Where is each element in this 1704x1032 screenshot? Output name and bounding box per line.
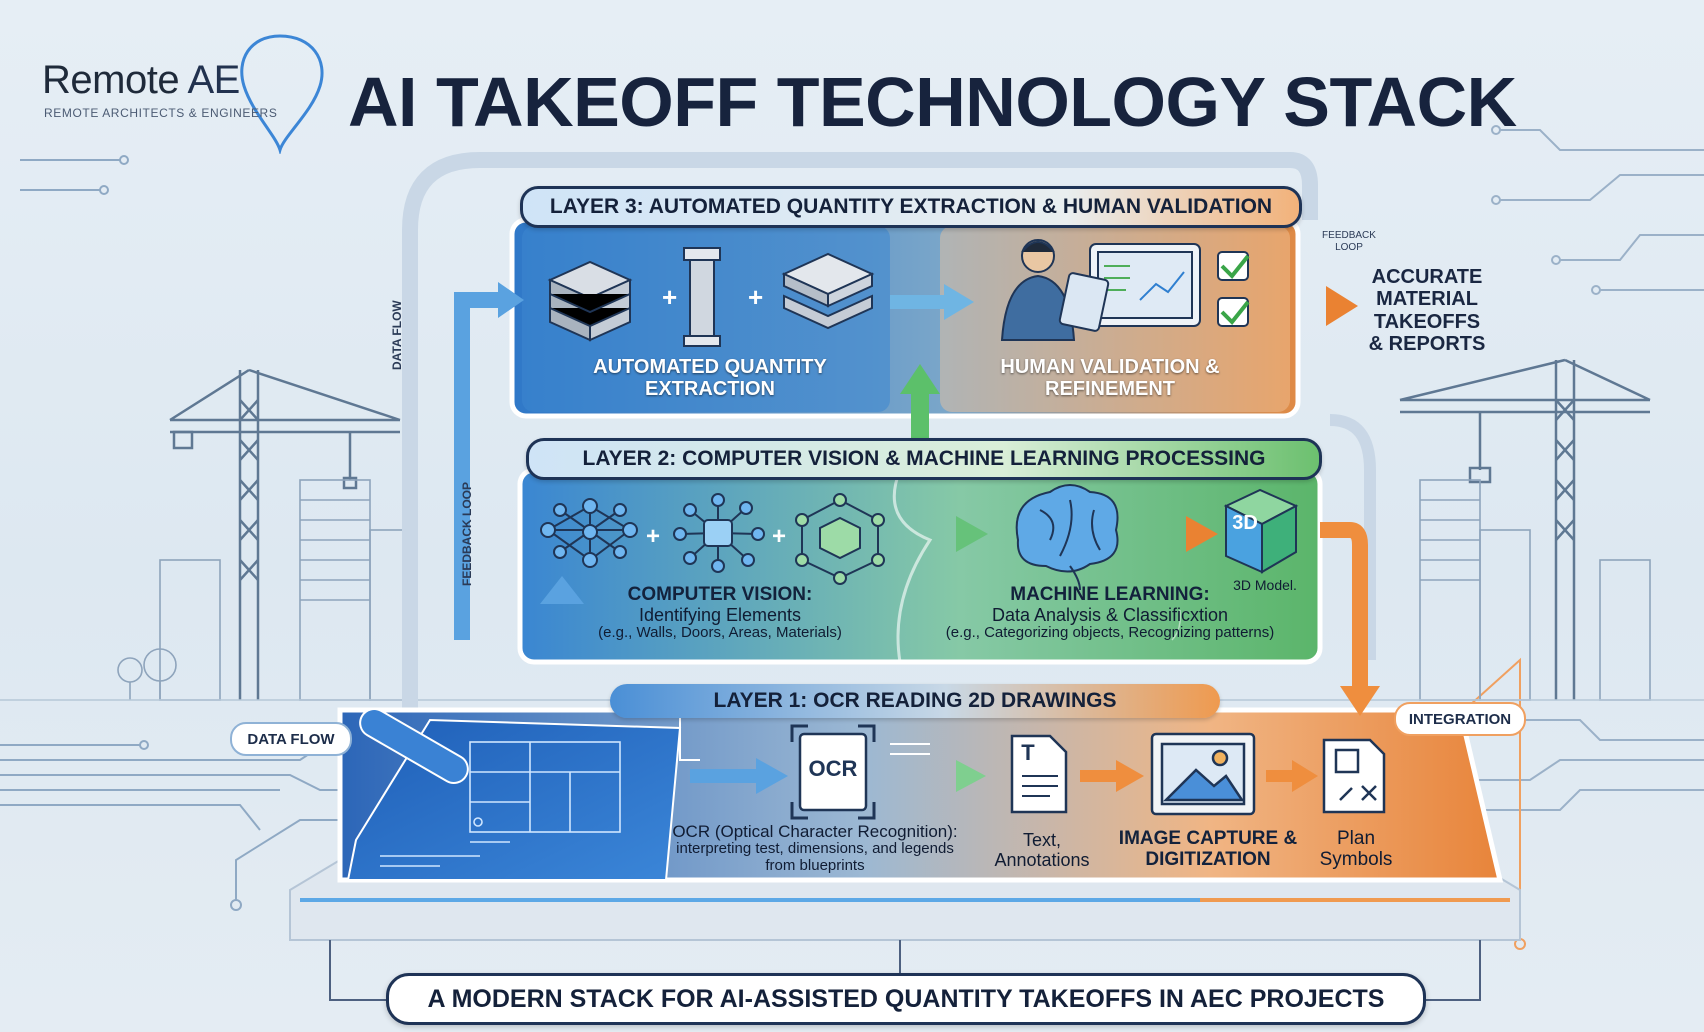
plan-label-2: Symbols <box>1319 849 1393 871</box>
feedback-small-1: FEEDBACK <box>1322 230 1376 241</box>
logo-subtitle: REMOTE ARCHITECTS & ENGINEERS <box>44 106 278 120</box>
3d-model-label: 3D Model. <box>1233 577 1297 593</box>
feedback-loop-small-label: FEEDBACK LOOP <box>1316 230 1382 254</box>
output-label: ACCURATE MATERIAL TAKEOFFS & REPORTS <box>1352 266 1502 356</box>
ml-line2: (e.g., Categorizing objects, Recognizing… <box>945 624 1275 642</box>
text-icon-letter: T <box>1021 740 1035 765</box>
ocr-icon <box>790 724 876 820</box>
chip-network-icon <box>673 493 765 573</box>
cv-line2: (e.g., Walls, Doors, Areas, Materials) <box>598 624 842 642</box>
data-flow-arrow <box>454 292 500 640</box>
city-left <box>117 479 411 701</box>
materials-icon <box>547 247 875 347</box>
3d-badge: 3D <box>1232 512 1258 534</box>
feedback-small-2: LOOP <box>1335 242 1363 253</box>
text-label-1: Text, <box>1022 830 1061 850</box>
image-capture-icon <box>1150 732 1256 816</box>
plan-symbols-label: Plan Symbols <box>1306 828 1406 871</box>
ocr-line1: interpreting test, dimensions, and legen… <box>676 840 954 858</box>
human-validation-label: HUMAN VALIDATION & REFINEMENT <box>1000 356 1220 401</box>
circuit-lines-left <box>0 155 370 911</box>
layer2-header: LAYER 2: COMPUTER VISION & MACHINE LEARN… <box>526 438 1322 480</box>
ocr-description: OCR (Optical Character Recognition): int… <box>640 822 990 875</box>
layer2-to-layer3-arrow <box>900 364 940 394</box>
layer1-header: LAYER 1: OCR READING 2D DRAWINGS <box>610 684 1220 718</box>
blueprint-to-ocr-arrow <box>756 758 788 794</box>
feedback-loop-vertical-label: FEEDBACK LOOP <box>460 481 474 586</box>
data-flow-pill: DATA FLOW <box>230 722 352 756</box>
integration-pill: INTEGRATION <box>1394 702 1526 736</box>
integration-arrow <box>1320 522 1368 690</box>
page-title: AI TAKEOFF TECHNOLOGY STACK <box>348 63 1517 141</box>
computer-vision-text: COMPUTER VISION: Identifying Elements (e… <box>560 584 880 642</box>
image-label-2: DIGITIZATION <box>1145 849 1271 871</box>
ocr-icon-text: OCR <box>808 756 858 781</box>
layer1-to-layer2-arrow <box>540 576 584 604</box>
footer-banner: A MODERN STACK FOR AI-ASSISTED QUANTITY … <box>386 973 1426 1025</box>
brain-icon <box>1015 484 1119 591</box>
ocr-line2: from blueprints <box>765 856 865 874</box>
output-line-2: MATERIAL <box>1376 288 1478 311</box>
image-capture-label: IMAGE CAPTURE & DIGITIZATION <box>1108 828 1308 871</box>
cv-line1: Identifying Elements <box>638 605 802 626</box>
location-pin-icon <box>240 34 324 154</box>
logo: Remote AE <box>42 58 240 103</box>
image-label-1: IMAGE CAPTURE & <box>1118 828 1298 849</box>
text-label-2: Annotations <box>994 850 1090 871</box>
automated-extraction-label: AUTOMATED QUANTITY EXTRACTION <box>593 356 827 401</box>
plan-symbols-icon <box>1322 738 1386 814</box>
cube-network-icon <box>795 493 885 585</box>
ml-title: MACHINE LEARNING: <box>1010 584 1210 605</box>
output-arrow <box>1326 286 1358 326</box>
neural-network-icon <box>540 498 638 568</box>
ml-line1: Data Analysis & Classificxtion <box>991 605 1229 626</box>
ml-to-3d-arrow <box>1186 516 1218 552</box>
crane-right <box>1399 358 1651 700</box>
output-line-3: TAKEOFFS <box>1373 310 1481 333</box>
text-document-icon <box>1010 734 1068 814</box>
layer3-inner-arrow <box>944 284 974 320</box>
data-flow-vertical-label: DATA FLOW <box>390 300 404 370</box>
svg-text:+: + <box>662 282 677 312</box>
cv-title: COMPUTER VISION: <box>627 584 813 605</box>
3d-model-icon <box>1223 488 1299 574</box>
human-validation-icon <box>1000 239 1250 341</box>
crane-left <box>169 368 401 700</box>
output-line-1: ACCURATE <box>1371 266 1483 288</box>
logo-name-part2: AE <box>187 58 240 102</box>
plan-label-1: Plan <box>1336 828 1376 849</box>
frame-top <box>402 152 1318 231</box>
blueprint-icon <box>346 708 682 881</box>
ocr-title: OCR (Optical Character Recognition): <box>672 822 958 841</box>
text-annotations-label: Text, Annotations <box>982 830 1102 870</box>
city-right <box>1419 479 1651 701</box>
svg-text:+: + <box>748 282 763 312</box>
layer3-header: LAYER 3: AUTOMATED QUANTITY EXTRACTION &… <box>520 186 1302 228</box>
svg-text:+: + <box>646 523 660 550</box>
svg-text:+: + <box>772 523 786 550</box>
output-line-4: & REPORTS <box>1368 333 1486 356</box>
machine-learning-text: MACHINE LEARNING: Data Analysis & Classi… <box>920 584 1300 642</box>
cv-to-ml-arrow <box>956 516 988 552</box>
logo-name-part1: Remote <box>42 58 188 102</box>
